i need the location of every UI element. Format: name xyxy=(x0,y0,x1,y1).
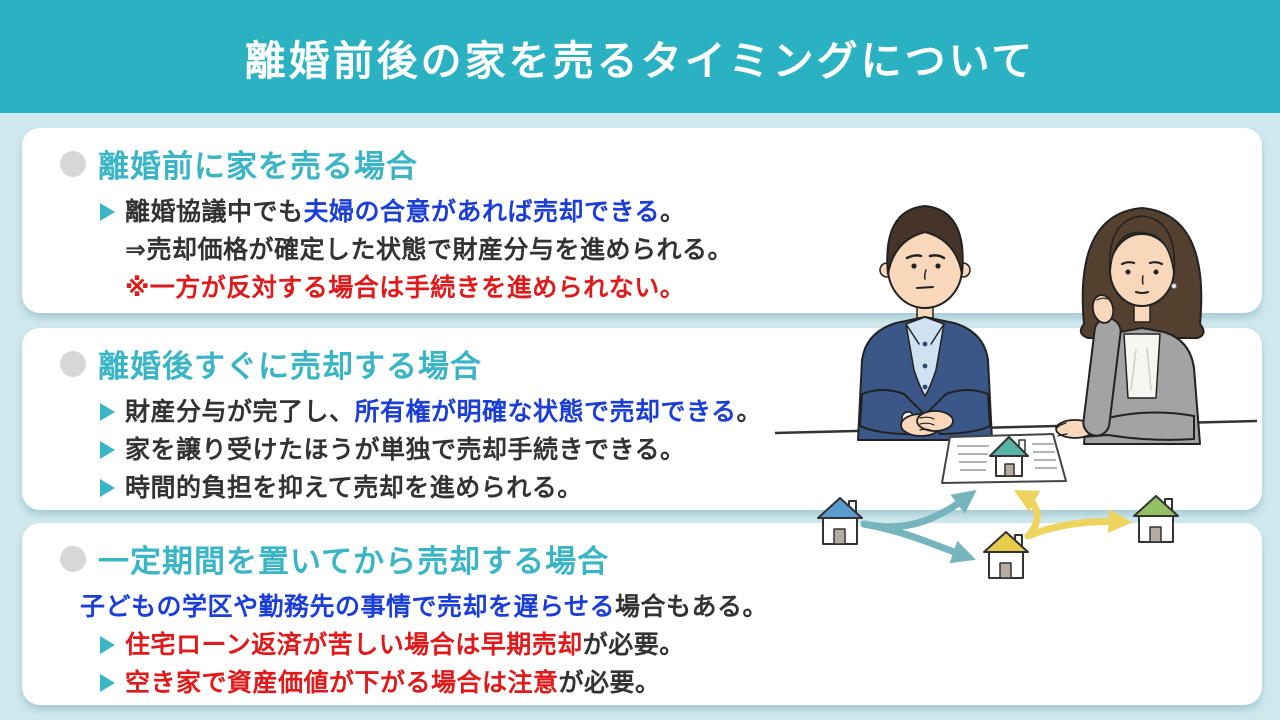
text-segment: 空き家で資産価値が下がる場合は注意 xyxy=(125,669,559,697)
section-heading: 離婚前に家を売る場合 xyxy=(98,149,418,184)
text-segment: が必要。 xyxy=(558,669,661,697)
arrow-bullet-icon xyxy=(100,479,115,497)
intro-line: 子どもの学区や勤務先の事情で売却を遅らせる場合もある。 xyxy=(22,590,1262,624)
text-segment: 住宅ローン返済が苦しい場合は早期売却 xyxy=(125,631,583,659)
arrow-bullet-icon xyxy=(100,674,115,692)
arrow-bullet-icon xyxy=(100,636,115,654)
arrow-bullet-icon xyxy=(100,203,115,221)
line-text: ※一方が反対する場合は手続きを進められない。 xyxy=(125,271,685,305)
section-card-sell-before-divorce: 離婚前に家を売る場合 離婚協議中でも夫婦の合意があれば売却できる。 ⇒売却価格が… xyxy=(22,128,1262,313)
bullet-line: 住宅ローン返済が苦しい場合は早期売却が必要。 xyxy=(22,628,1262,662)
line-text: 財産分与が完了し、所有権が明確な状態で売却できる。 xyxy=(125,395,762,429)
bullet-line: 離婚協議中でも夫婦の合意があれば売却できる。 xyxy=(22,195,1262,229)
text-segment: が必要。 xyxy=(582,631,685,659)
page-title: 離婚前後の家を売るタイミングについて xyxy=(244,37,1036,84)
warning-line: ※一方が反対する場合は手続きを進められない。 xyxy=(22,271,1262,305)
section-heading-row: 離婚後すぐに売却する場合 xyxy=(22,328,1262,386)
text-segment: 場合もある。 xyxy=(615,593,769,621)
arrow-bullet-icon xyxy=(100,403,115,421)
text-segment: 。 xyxy=(736,398,763,426)
section-heading-row: 一定期間を置いてから売却する場合 xyxy=(22,523,1262,581)
line-text: 空き家で資産価値が下がる場合は注意が必要。 xyxy=(125,666,661,700)
line-text: 家を譲り受けたほうが単独で売却手続きできる。 xyxy=(125,433,686,467)
text-segment: ⇒売却価格が確定した状態で財産分与を進められる。 xyxy=(125,236,733,264)
text-segment: 財産分与が完了し、 xyxy=(125,398,355,426)
text-segment: 家を譲り受けたほうが単独で売却手続きできる。 xyxy=(125,436,686,464)
section-body: 子どもの学区や勤務先の事情で売却を遅らせる場合もある。 住宅ローン返済が苦しい場… xyxy=(22,590,1262,700)
text-segment: 子どもの学区や勤務先の事情で売却を遅らせる xyxy=(80,593,616,621)
section-card-sell-right-after-divorce: 離婚後すぐに売却する場合 財産分与が完了し、所有権が明確な状態で売却できる。 家… xyxy=(22,328,1262,510)
line-text: ⇒売却価格が確定した状態で財産分与を進められる。 xyxy=(125,233,733,267)
note-line: ⇒売却価格が確定した状態で財産分与を進められる。 xyxy=(22,233,1262,267)
bullet-line: 時間的負担を抑えて売却を進められる。 xyxy=(22,471,1262,505)
section-body: 財産分与が完了し、所有権が明確な状態で売却できる。 家を譲り受けたほうが単独で売… xyxy=(22,395,1262,505)
section-card-sell-after-waiting-period: 一定期間を置いてから売却する場合 子どもの学区や勤務先の事情で売却を遅らせる場合… xyxy=(22,523,1262,705)
line-text: 離婚協議中でも夫婦の合意があれば売却できる。 xyxy=(125,195,686,229)
circle-bullet-icon xyxy=(60,350,86,377)
circle-bullet-icon xyxy=(60,545,86,572)
section-heading: 一定期間を置いてから売却する場合 xyxy=(98,544,610,579)
text-segment: 所有権が明確な状態で売却できる xyxy=(354,398,737,426)
line-text: 時間的負担を抑えて売却を進められる。 xyxy=(125,471,583,505)
bullet-line: 財産分与が完了し、所有権が明確な状態で売却できる。 xyxy=(22,395,1262,429)
section-heading-row: 離婚前に家を売る場合 xyxy=(22,128,1262,186)
line-text: 子どもの学区や勤務先の事情で売却を遅らせる場合もある。 xyxy=(80,590,768,624)
bullet-line: 家を譲り受けたほうが単独で売却手続きできる。 xyxy=(22,433,1262,467)
arrow-bullet-icon xyxy=(100,441,115,459)
header-banner: 離婚前後の家を売るタイミングについて xyxy=(0,0,1280,113)
circle-bullet-icon xyxy=(60,150,86,177)
text-segment: 。 xyxy=(660,198,686,226)
text-segment: 夫婦の合意があれば売却できる xyxy=(303,198,661,226)
section-body: 離婚協議中でも夫婦の合意があれば売却できる。 ⇒売却価格が確定した状態で財産分与… xyxy=(22,195,1262,305)
text-segment: 時間的負担を抑えて売却を進められる。 xyxy=(125,474,583,502)
bullet-line: 空き家で資産価値が下がる場合は注意が必要。 xyxy=(22,666,1262,700)
text-segment: ※一方が反対する場合は手続きを進められない。 xyxy=(125,274,686,302)
line-text: 住宅ローン返済が苦しい場合は早期売却が必要。 xyxy=(125,628,685,662)
section-heading: 離婚後すぐに売却する場合 xyxy=(98,349,482,384)
text-segment: 離婚協議中でも xyxy=(125,198,304,226)
